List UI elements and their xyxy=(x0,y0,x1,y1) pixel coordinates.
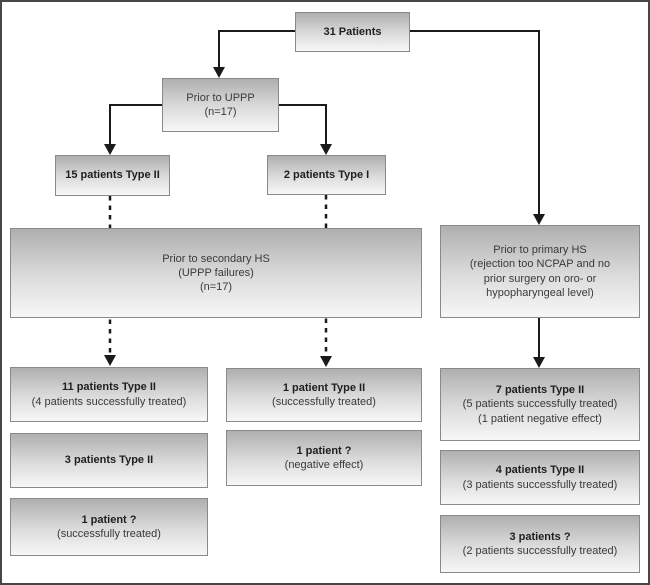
node-prior-primary-hs-line1: Prior to primary HS xyxy=(493,243,587,256)
arrowhead-left1 xyxy=(104,355,116,366)
node-7-patients-type2-sub1: (5 patients successfully treated) xyxy=(462,398,618,411)
node-prior-primary-hs: Prior to primary HS (rejection too NCPAP… xyxy=(440,225,640,318)
node-7-patients-type2-label: 7 patients Type II xyxy=(495,384,585,397)
arrowhead-type1 xyxy=(320,144,332,155)
node-prior-secondary-hs: Prior to secondary HS (UPPP failures) (n… xyxy=(10,228,422,318)
node-3-patients-unknown: 3 patients ? (2 patients successfully tr… xyxy=(440,515,640,573)
node-1-patient-unknown-left-label: 1 patient ? xyxy=(81,513,137,526)
node-31-patients-label: 31 Patients xyxy=(323,25,382,38)
node-prior-secondary-hs-line2: (UPPP failures) xyxy=(178,266,254,279)
node-11-patients-type2-label: 11 patients Type II xyxy=(62,381,156,394)
node-31-patients: 31 Patients xyxy=(295,12,410,52)
node-2-patients-type1: 2 patients Type I xyxy=(267,155,386,195)
arrowhead-type2 xyxy=(104,144,116,155)
node-4-patients-type2-sub: (3 patients successfully treated) xyxy=(462,478,618,491)
arrowhead-mid1 xyxy=(320,356,332,367)
node-7-patients-type2: 7 patients Type II (5 patients successfu… xyxy=(440,368,640,441)
node-3-patients-type2: 3 patients Type II xyxy=(10,433,208,488)
node-4-patients-type2: 4 patients Type II (3 patients successfu… xyxy=(440,450,640,505)
node-1-patient-unknown-left: 1 patient ? (successfully treated) xyxy=(10,498,208,556)
node-prior-to-uppp-line2: (n=17) xyxy=(204,106,237,118)
node-prior-primary-hs-line4: hypopharyngeal level) xyxy=(486,286,594,299)
node-3-patients-unknown-sub: (2 patients successfully treated) xyxy=(462,545,618,557)
node-15-patients-type2-label: 15 patients Type II xyxy=(65,169,160,182)
connector-patients-to-primary-hs xyxy=(410,30,540,215)
node-prior-primary-hs-line2: (rejection too NCPAP and no xyxy=(469,258,611,271)
node-7-patients-type2-sub2: (1 patient negative effect) xyxy=(478,412,602,425)
node-4-patients-type2-label: 4 patients Type II xyxy=(495,464,585,477)
connector-patients-to-uppp xyxy=(218,30,295,68)
node-11-patients-type2-sub: (4 patients successfully treated) xyxy=(31,395,187,408)
arrowhead-primary-hs xyxy=(533,214,545,225)
node-3-patients-unknown-label: 3 patients ? xyxy=(509,530,571,543)
node-prior-to-uppp: Prior to UPPP (n=17) xyxy=(162,78,279,132)
node-15-patients-type2: 15 patients Type II xyxy=(55,155,170,196)
node-1-patient-unknown-mid-sub: (negative effect) xyxy=(284,459,364,471)
node-1-patient-unknown-mid: 1 patient ? (negative effect) xyxy=(226,430,422,486)
node-prior-secondary-hs-line1: Prior to secondary HS xyxy=(162,252,270,265)
node-1-patient-type2-sub: (successfully treated) xyxy=(272,396,376,408)
node-3-patients-type2-label: 3 patients Type II xyxy=(64,454,154,467)
node-11-patients-type2: 11 patients Type II (4 patients successf… xyxy=(10,367,208,422)
node-prior-to-uppp-line1: Prior to UPPP xyxy=(186,91,255,104)
node-prior-primary-hs-line3: prior surgery on oro- or xyxy=(483,272,597,285)
node-1-patient-type2-label: 1 patient Type II xyxy=(282,381,366,394)
connector-uppp-to-type1 xyxy=(279,104,327,144)
node-prior-secondary-hs-line3: (n=17) xyxy=(199,281,233,294)
node-1-patient-type2: 1 patient Type II (successfully treated) xyxy=(226,368,422,422)
connector-uppp-to-type2 xyxy=(109,104,162,144)
arrowhead-right1 xyxy=(533,357,545,368)
node-1-patient-unknown-mid-label: 1 patient ? xyxy=(296,444,352,457)
node-1-patient-unknown-left-sub: (successfully treated) xyxy=(57,528,161,540)
arrowhead-uppp xyxy=(213,67,225,78)
node-2-patients-type1-label: 2 patients Type I xyxy=(283,168,370,181)
